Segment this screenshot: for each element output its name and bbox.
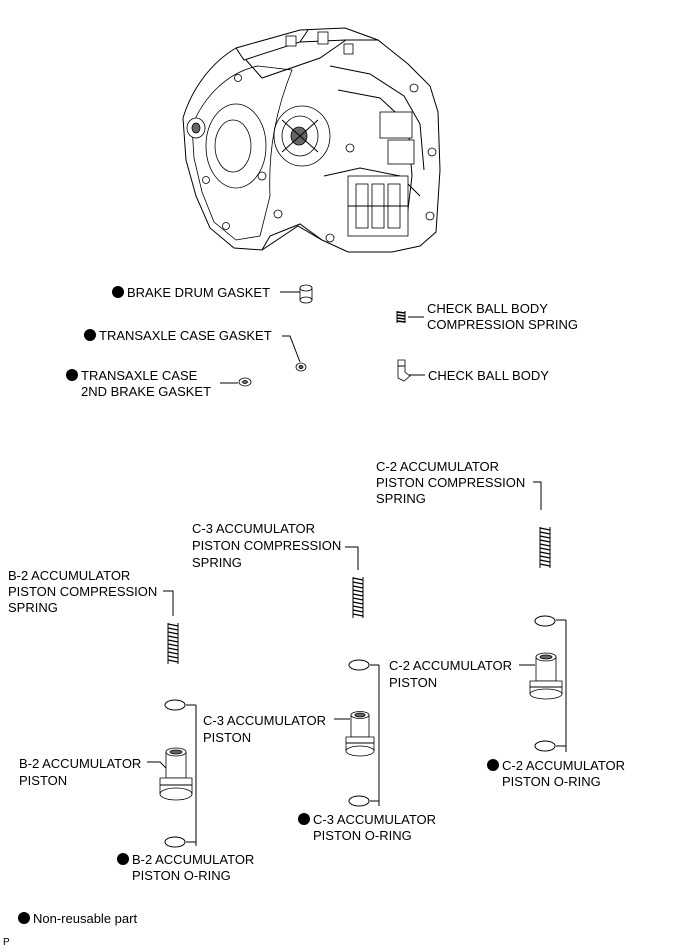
c3-accumulator-spring-label-3: SPRING	[192, 555, 242, 570]
non-reusable-legend-label: Non-reusable part	[33, 911, 137, 926]
c3-accumulator-o-ring-lower-part	[348, 795, 370, 807]
c3-accumulator-piston-label-1: C-3 ACCUMULATOR	[203, 713, 326, 728]
c2-accumulator-o-ring-upper-part	[534, 615, 556, 627]
c2-accumulator-spring-label-3: SPRING	[376, 491, 426, 506]
c2-accumulator-o-ring-lower-part	[534, 740, 556, 752]
check-ball-body-compression-spring-label-2: COMPRESSION SPRING	[427, 317, 578, 332]
brake-drum-gasket-label: BRAKE DRUM GASKET	[127, 285, 270, 300]
b2-accumulator-o-ring-label-1: B-2 ACCUMULATOR	[132, 852, 254, 867]
transaxle-assembly-illustration	[182, 27, 441, 253]
c3-accumulator-piston-compression-spring-part	[352, 577, 364, 618]
non-reusable-bullet-icon	[298, 813, 310, 825]
transaxle-case-gasket-part	[295, 362, 307, 372]
c2-accumulator-piston-label-2: PISTON	[389, 675, 437, 690]
check-ball-body-compression-spring-label-1: CHECK BALL BODY	[427, 301, 548, 316]
b2-accumulator-o-ring-label-2: PISTON O-RING	[132, 868, 231, 883]
c2-accumulator-piston-compression-spring-part	[539, 527, 551, 568]
non-reusable-legend-icon	[18, 912, 30, 924]
transaxle-case-gasket-label: TRANSAXLE CASE GASKET	[99, 328, 272, 343]
non-reusable-bullet-icon	[112, 286, 124, 298]
transaxle-case-2nd-brake-gasket-label-1: TRANSAXLE CASE	[81, 368, 198, 383]
non-reusable-bullet-icon	[84, 329, 96, 341]
c2-accumulator-piston-label-1: C-2 ACCUMULATOR	[389, 658, 512, 673]
b2-accumulator-o-ring-upper-part	[164, 699, 186, 711]
b2-accumulator-spring-label-3: SPRING	[8, 600, 58, 615]
c3-accumulator-spring-label-1: C-3 ACCUMULATOR	[192, 521, 315, 536]
b2-accumulator-spring-label-1: B-2 ACCUMULATOR	[8, 568, 130, 583]
non-reusable-bullet-icon	[487, 759, 499, 771]
b2-accumulator-spring-label-2: PISTON COMPRESSION	[8, 584, 157, 599]
non-reusable-bullet-icon	[117, 853, 129, 865]
c2-accumulator-o-ring-label-2: PISTON O-RING	[502, 774, 601, 789]
check-ball-body-compression-spring-part	[396, 311, 406, 323]
b2-accumulator-piston-part	[159, 747, 193, 801]
figure-code: P	[3, 937, 10, 948]
c3-accumulator-piston-part	[345, 711, 375, 757]
b2-accumulator-piston-compression-spring-part	[167, 623, 179, 664]
c2-accumulator-piston-part	[529, 652, 563, 700]
c2-accumulator-o-ring-label-1: C-2 ACCUMULATOR	[502, 758, 625, 773]
b2-accumulator-piston-label-1: B-2 ACCUMULATOR	[19, 756, 141, 771]
transaxle-case-2nd-brake-gasket-label-2: 2ND BRAKE GASKET	[81, 384, 211, 399]
brake-drum-gasket-part	[299, 284, 313, 304]
c3-accumulator-spring-label-2: PISTON COMPRESSION	[192, 538, 341, 553]
c2-accumulator-spring-label-1: C-2 ACCUMULATOR	[376, 459, 499, 474]
c3-accumulator-piston-label-2: PISTON	[203, 730, 251, 745]
c3-accumulator-o-ring-label-1: C-3 ACCUMULATOR	[313, 812, 436, 827]
transaxle-case-2nd-brake-gasket-part	[238, 377, 252, 387]
check-ball-body-part	[397, 359, 411, 382]
non-reusable-bullet-icon	[66, 369, 78, 381]
c3-accumulator-o-ring-upper-part	[348, 659, 370, 671]
b2-accumulator-o-ring-lower-part	[164, 836, 186, 848]
check-ball-body-label: CHECK BALL BODY	[428, 368, 549, 383]
b2-accumulator-piston-label-2: PISTON	[19, 773, 67, 788]
c3-accumulator-o-ring-label-2: PISTON O-RING	[313, 828, 412, 843]
c2-accumulator-spring-label-2: PISTON COMPRESSION	[376, 475, 525, 490]
